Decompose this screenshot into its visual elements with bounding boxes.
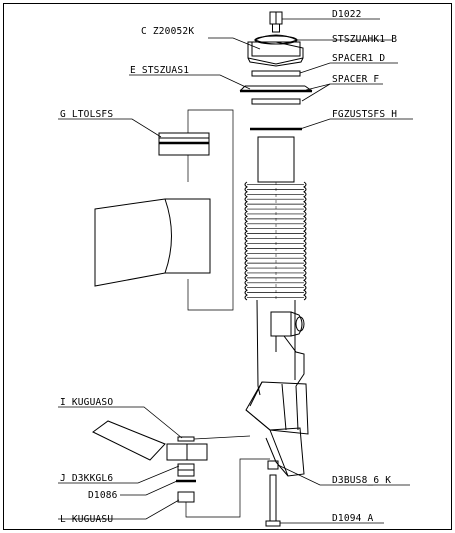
part-stszuahk1-b-washer[interactable]	[253, 34, 299, 45]
part-lower-link-arm[interactable]	[92, 420, 208, 461]
label-l-kuguasu: L KUGUASU	[60, 514, 113, 525]
part-e-stszuas1-plate[interactable]	[239, 85, 313, 93]
part-strut-body[interactable]	[256, 299, 305, 396]
label-g-ltolsfs: G LTOLSFS	[60, 109, 113, 120]
label-d1022: D1022	[332, 9, 362, 20]
label-d1086: D1086	[88, 490, 118, 501]
part-j-d3kkgl6[interactable]	[177, 463, 195, 477]
part-spacer-f[interactable]	[251, 98, 301, 105]
label-e-stszuas1: E STSZUAS1	[130, 65, 189, 76]
leader-lines	[58, 18, 413, 524]
part-knuckle-bracket[interactable]	[245, 381, 309, 477]
part-g-ltolsfs[interactable]	[158, 132, 210, 156]
assembly-connector-upper	[187, 109, 234, 311]
drawing-frame	[3, 3, 452, 530]
label-spacer-f: SPACER F	[332, 74, 379, 85]
part-d1094-a-bolt[interactable]	[265, 474, 281, 527]
assembly-connector-lower	[185, 435, 270, 518]
part-c-z20052k-block[interactable]	[247, 41, 304, 67]
part-spacer1-d[interactable]	[251, 70, 301, 77]
part-bellows[interactable]	[244, 181, 307, 301]
label-i-kuguaso: I KUGUASO	[60, 397, 113, 408]
label-d1094-a: D1094 A	[332, 513, 374, 524]
label-j-d3kkgl6: J D3KKGL6	[60, 473, 113, 484]
label-spacer1-d: SPACER1 D	[332, 53, 385, 64]
bellows-left-edge	[244, 181, 248, 301]
label-stszuahk1-b: STSZUAHK1 B	[332, 34, 397, 45]
part-lower-arm[interactable]	[94, 198, 211, 287]
label-d3bus8-6-k: D3BUS8_6 K	[332, 475, 391, 486]
part-d1022-nut[interactable]	[269, 11, 283, 33]
part-strut-rod[interactable]	[257, 136, 295, 183]
bellows-right-edge	[303, 181, 307, 301]
label-c-z20052k: C Z20052K	[141, 26, 194, 37]
part-l-kuguasu[interactable]	[177, 491, 195, 503]
label-fgzustsfs-h: FGZUSTSFS H	[332, 109, 397, 120]
part-i-kuguaso[interactable]	[177, 436, 195, 442]
